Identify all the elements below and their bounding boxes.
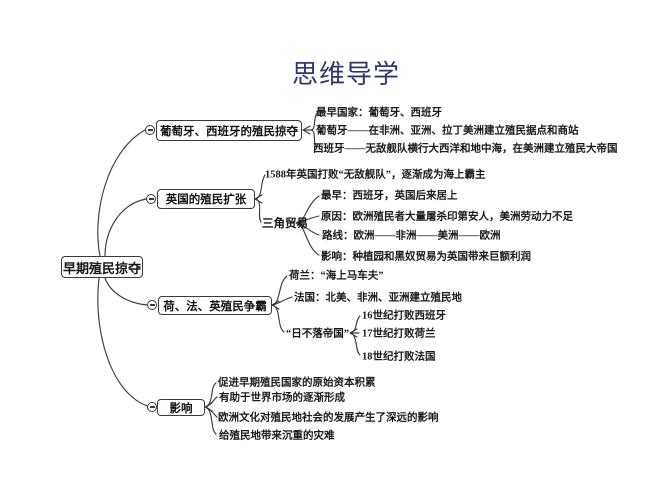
leaf-trade-impact: 影响：种植园和黑奴贸易为英国带来巨额利润 [321, 251, 531, 263]
node-britain-expansion[interactable]: 英国的殖民扩张 [157, 189, 255, 209]
leaf-trade-route: 路线：欧洲——非洲——美洲——欧洲 [322, 230, 501, 242]
minus-icon [149, 406, 155, 408]
collapse-toggle-britain[interactable] [146, 194, 156, 204]
page-title: 思维导学 [292, 60, 401, 89]
leaf-capital-accumulation: 促进早期殖民国家的原始资本积累 [218, 377, 376, 389]
leaf-defeat-netherlands-17c: 17世纪打败荷兰 [362, 328, 436, 340]
leaf-defeat-spain-16c: 16世纪打败西班牙 [362, 310, 446, 322]
node-impact[interactable]: 影响 [157, 399, 205, 416]
leaf-earliest-countries: 最早国家：葡萄牙、西班牙 [316, 107, 442, 119]
node-colonial-rivalry[interactable]: 荷、法、英殖民争霸 [158, 296, 272, 315]
leaf-netherlands-carrier: 荷兰：“海上马车夫” [289, 270, 384, 282]
collapse-toggle-portugal-spain[interactable] [145, 125, 155, 135]
leaf-colonial-disaster: 给殖民地带来沉重的灾难 [219, 430, 335, 442]
leaf-world-market: 有助于世界市场的逐渐形成 [219, 392, 345, 404]
collapse-toggle-impact[interactable] [147, 402, 157, 412]
node-portugal-spain[interactable]: 葡萄牙、西班牙的殖民掠夺 [156, 120, 302, 141]
minus-icon [149, 304, 155, 306]
minus-icon [148, 198, 154, 200]
label-sun-never-sets-empire: “日不落帝国” [286, 328, 349, 340]
leaf-portugal-bases: 葡萄牙——在非洲、亚洲、拉丁美洲建立殖民据点和商站 [316, 125, 579, 137]
leaf-european-culture-influence: 欧洲文化对殖民地社会的发展产生了深远的影响 [218, 412, 439, 424]
leaf-spain-armada: 西班牙——无敌舰队横行大西洋和地中海，在美洲建立殖民大帝国 [313, 143, 618, 155]
collapse-toggle-rivalry[interactable] [147, 300, 157, 310]
label-triangle-trade: 三角贸易 [262, 218, 308, 230]
leaf-1588-armada: 1588年英国打败“无敌舰队”，逐渐成为海上霸主 [265, 169, 486, 181]
leaf-defeat-france-18c: 18世纪打败法国 [362, 351, 436, 363]
leaf-trade-earliest: 最早：西班牙，英国后来居上 [321, 190, 458, 202]
leaf-trade-reason: 原因：欧洲殖民者大量屠杀印第安人，美洲劳动力不足 [321, 211, 573, 223]
root-node[interactable]: 早期殖民掠夺 [61, 256, 143, 278]
leaf-france-colonies: 法国：北美、非洲、亚洲建立殖民地 [294, 292, 462, 304]
minus-icon [147, 129, 153, 131]
